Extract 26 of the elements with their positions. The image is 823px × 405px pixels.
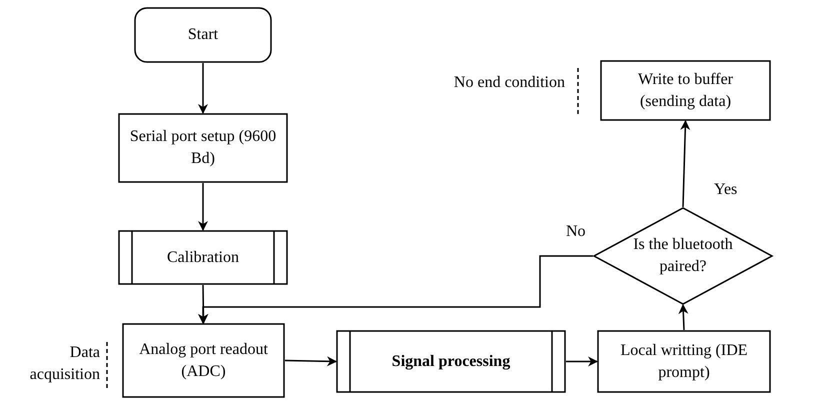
decision-diamond [593,207,773,305]
side-note: No end condition [452,73,565,93]
arrow [680,120,690,208]
terminal-box [134,7,272,63]
arrow [198,255,593,324]
node-label: Write to buffer (sending data) [636,70,734,112]
process-box [600,60,771,121]
arrow [198,284,208,324]
arrow [678,304,688,330]
arrow [198,63,208,114]
node-label: Serial port setup (9600 Bd) [128,127,278,169]
node-label: Calibration [167,248,239,268]
side-note: Data acquisition [28,343,100,385]
subprocess-box [118,230,288,285]
arrow [566,356,598,366]
node-label: Signal processing [392,352,510,372]
subprocess-box [336,330,566,393]
process-box [118,113,288,183]
arrow [284,356,337,366]
node-label: Is the bluetooth paired? [632,235,734,277]
process-box [122,323,285,398]
arrow [198,183,208,231]
process-box [597,330,771,393]
node-label: Start [188,25,218,46]
node-label: Analog port readout (ADC) [138,340,269,382]
node-label: Local writting (IDE prompt) [619,340,749,382]
